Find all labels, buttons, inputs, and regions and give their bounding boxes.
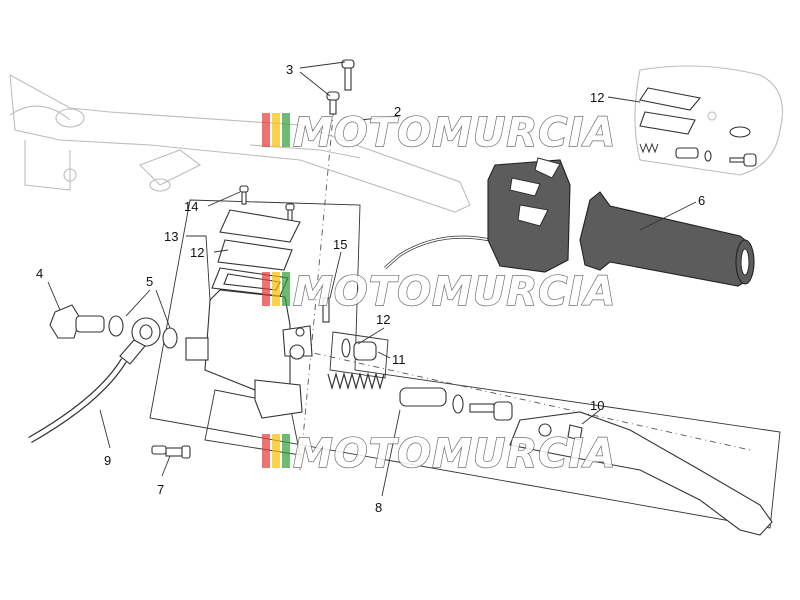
washer [162,327,178,349]
brake-hose [28,317,161,444]
callout-11: 11 [392,352,406,367]
callout-12-inset: 12 [590,90,604,105]
callout-10: 10 [590,398,604,413]
callout-8: 8 [375,500,382,515]
switch-cable [384,235,491,270]
callout-3: 3 [286,62,293,77]
callout-4: 4 [36,266,43,281]
master-cylinder [185,289,313,419]
watermark-bottom: MOTOMURCIA [262,430,616,478]
reservoir-cap-set [211,185,301,297]
screw-pair [326,59,355,115]
watermark-text: MOTOMURCIA [293,431,616,477]
watermark-text: MOTOMURCIA [293,110,616,156]
callout-labels: 2 3 4 5 6 7 8 9 10 11 12 12 12 13 14 15 [36,62,705,515]
axis-line-vertical [299,94,336,471]
callout-9: 9 [104,453,111,468]
piston [399,387,513,421]
banjo-bolt [49,304,105,339]
bleed-screw [151,445,191,459]
axis-line-lever [299,349,751,451]
callout-2: 2 [394,104,401,119]
callout-14: 14 [184,199,198,214]
washer [108,315,124,337]
handle-grip [579,191,755,287]
handlebar-ghost [9,74,471,213]
switch-housing [487,157,571,273]
watermark-middle: MOTOMURCIA [262,268,616,316]
callout-12-cap: 12 [190,245,204,260]
callout-13: 13 [164,229,178,244]
inset-detail [634,65,784,176]
leader-lines [47,61,697,497]
callout-6: 6 [698,193,705,208]
callout-15: 15 [333,237,347,252]
watermark-top: MOTOMURCIA [262,109,616,157]
callout-12-seal: 12 [376,312,390,327]
watermark-group: MOTOMURCIA MOTOMURCIA MOTOMURCIA [262,109,616,478]
pin [322,297,330,323]
piston-seal-set [329,331,389,379]
callout-5: 5 [146,274,153,289]
brake-lever [509,411,773,536]
spring [327,371,385,391]
watermark-text: MOTOMURCIA [293,269,616,315]
callout-7: 7 [157,482,164,497]
